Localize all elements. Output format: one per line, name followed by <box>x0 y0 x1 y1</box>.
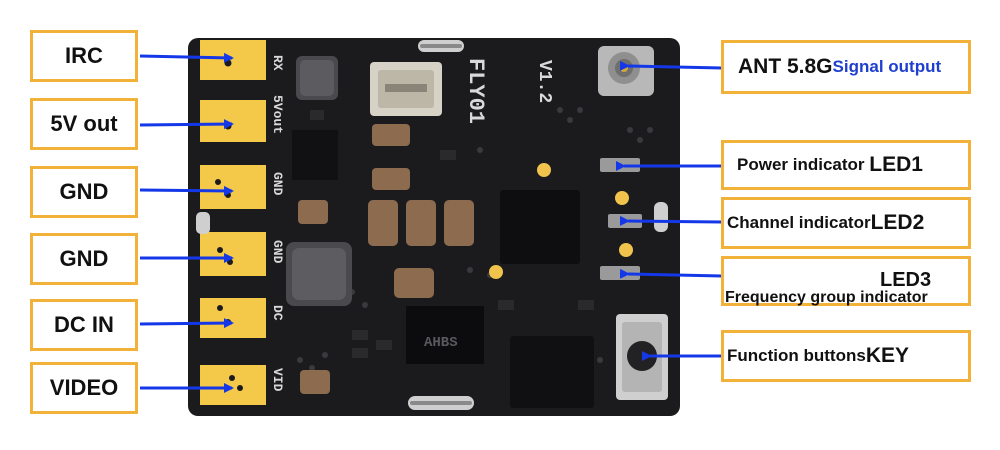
pcb-ic <box>500 190 580 264</box>
pcb-board-name: FLY01 <box>463 58 488 124</box>
label-led3-id: LED3 <box>880 269 932 291</box>
arrow-irc <box>139 52 234 63</box>
label-key-desc: Function buttons <box>727 346 866 365</box>
pcb-version: V1.2 <box>534 60 554 103</box>
arrow-ant <box>619 60 723 71</box>
label-led3-desc: Frequency group indicator <box>725 289 928 306</box>
label-led2-id: LED2 <box>870 211 925 234</box>
arrow-led3 <box>619 268 723 279</box>
label-video-text: VIDEO <box>49 375 119 400</box>
pad-label: VID <box>270 368 285 392</box>
label-5v-out: 5V out <box>30 98 138 150</box>
label-gnd-2: GND <box>30 233 138 285</box>
pad-label: GND <box>270 172 285 196</box>
label-led1-id: LED1 <box>869 153 923 176</box>
pcb-pads <box>200 40 266 405</box>
pad-label-group: RX 5Vout GND GND DC VID <box>270 55 285 392</box>
label-led1-desc: Power indicator <box>737 155 870 174</box>
pad-label: RX <box>270 55 285 71</box>
label-ant-main: ANT 5.8G <box>738 55 833 78</box>
label-gnd-1-text: GND <box>59 179 109 204</box>
label-led2-desc: Channel indicator <box>727 213 871 232</box>
label-irc: IRC <box>30 30 138 82</box>
arrow-5v-out <box>139 119 234 130</box>
label-irc-text: IRC <box>65 43 103 68</box>
label-dc-in-text: DC IN <box>54 312 114 337</box>
pcb-chip-marking: AHBS <box>424 335 458 351</box>
label-video: VIDEO <box>30 362 138 414</box>
arrow-led2 <box>619 215 723 226</box>
label-led3: LED3 Frequency group indicator <box>721 256 971 306</box>
label-gnd-1: GND <box>30 166 138 218</box>
label-led1: Power indicator LED1 <box>721 140 971 190</box>
pointer-arrows <box>139 52 723 393</box>
label-dc-in: DC IN <box>30 299 138 351</box>
pcb-capacitors <box>298 124 474 394</box>
arrow-dc-in <box>139 318 234 329</box>
pad-label: GND <box>270 240 285 264</box>
label-ant: ANT 5.8G Signal output <box>721 40 971 94</box>
label-key: Function buttons KEY <box>721 330 971 382</box>
pad-label: DC <box>270 305 285 321</box>
label-gnd-2-text: GND <box>59 246 109 271</box>
label-5v-out-text: 5V out <box>50 111 118 136</box>
arrow-gnd-1 <box>139 185 234 196</box>
pad-label: 5Vout <box>270 95 285 134</box>
label-led2: Channel indicator LED2 <box>721 197 971 249</box>
label-ant-sub: Signal output <box>832 57 942 76</box>
label-key-id: KEY <box>865 344 909 367</box>
